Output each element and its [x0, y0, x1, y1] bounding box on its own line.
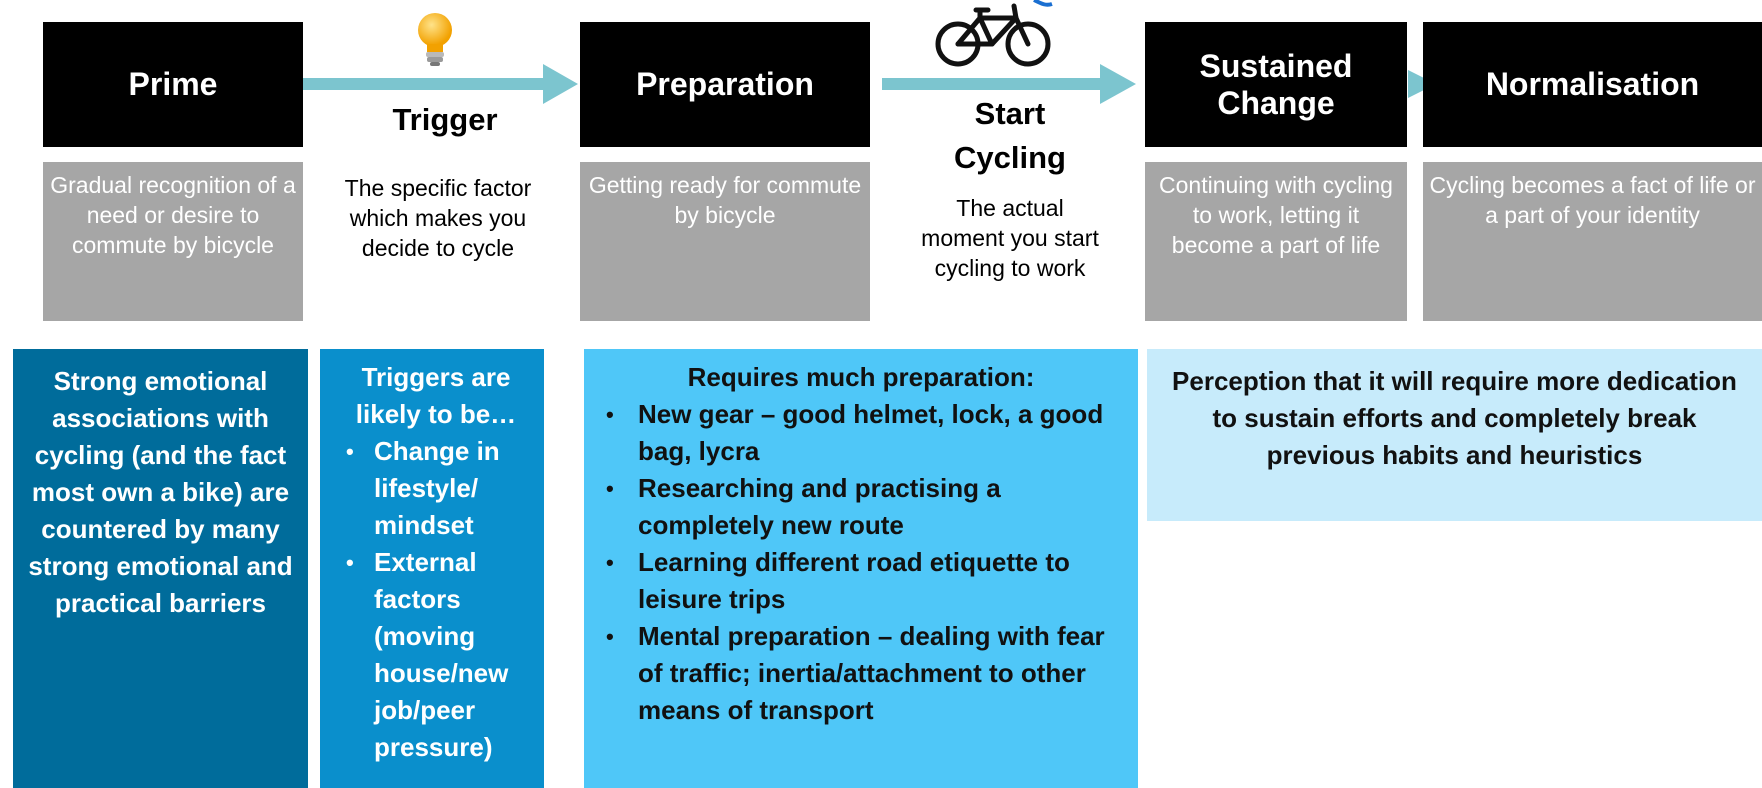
panel-preparation-heading: Requires much preparation: — [687, 362, 1035, 392]
stage-sustained-change-title-line2: Change — [1217, 84, 1335, 121]
stage-prime-description-text: Gradual recognition of a need or desire … — [50, 172, 296, 258]
panel-trigger-heading: Triggers are likely to be… — [355, 362, 517, 429]
stage-sustained-change: Sustained Change — [1145, 22, 1407, 147]
stage-start-cycling-description: The actual moment you start cycling to w… — [921, 195, 1099, 281]
panel-sustain: Perception that it will require more ded… — [1147, 349, 1762, 521]
stage-sustained-change-title-line1: Sustained — [1199, 47, 1353, 84]
panel-trigger-list: Change in lifestyle/ mindset External fa… — [332, 433, 540, 766]
stage-trigger-description: The specific factor which makes you deci… — [344, 175, 532, 261]
stage-normalisation-description: Cycling becomes a fact of life or a part… — [1423, 162, 1762, 321]
stage-preparation-description-text: Getting ready for commute by bicycle — [588, 172, 862, 228]
stage-normalisation-description-text: Cycling becomes a fact of life or a part… — [1429, 172, 1756, 228]
lightbulb-icon — [412, 10, 458, 70]
panel-prime-text: Strong emotional associations with cycli… — [28, 366, 293, 618]
stage-prime-title: Prime — [128, 66, 218, 102]
stage-prime-description: Gradual recognition of a need or desire … — [43, 162, 303, 321]
panel-trigger-bullet: External factors (moving house/new job/p… — [332, 544, 540, 766]
stage-trigger-title: Trigger — [392, 102, 498, 137]
panel-sustain-text: Perception that it will require more ded… — [1172, 366, 1737, 470]
panel-preparation-bullet: New gear – good helmet, lock, a good bag… — [596, 396, 1126, 470]
panel-preparation: Requires much preparation: New gear – go… — [584, 349, 1138, 788]
stage-preparation-title: Preparation — [636, 66, 814, 102]
stage-normalisation: Normalisation — [1423, 22, 1762, 147]
bicycle-icon — [930, 0, 1056, 68]
stage-start-cycling-title: Start Cycling — [910, 92, 1110, 180]
stage-preparation: Preparation — [580, 22, 870, 147]
panel-preparation-bullet: Learning different road etiquette to lei… — [596, 544, 1126, 618]
stage-sustained-change-description: Continuing with cycling to work, letting… — [1145, 162, 1407, 321]
stage-prime: Prime — [43, 22, 303, 147]
stage-preparation-description: Getting ready for commute by bicycle — [580, 162, 870, 321]
panel-trigger-bullet: Change in lifestyle/ mindset — [332, 433, 540, 544]
stage-sustained-change-description-text: Continuing with cycling to work, letting… — [1159, 172, 1393, 258]
stage-start-cycling-title-line1: Start — [974, 96, 1046, 131]
panel-preparation-bullet: Researching and practising a completely … — [596, 470, 1126, 544]
panel-preparation-list: New gear – good helmet, lock, a good bag… — [596, 396, 1126, 729]
stage-normalisation-title: Normalisation — [1485, 66, 1700, 102]
stage-start-cycling-title-line2: Cycling — [954, 140, 1066, 175]
panel-preparation-bullet: Mental preparation – dealing with fear o… — [596, 618, 1126, 729]
panel-prime: Strong emotional associations with cycli… — [13, 349, 308, 788]
panel-trigger: Triggers are likely to be… Change in lif… — [320, 349, 544, 788]
